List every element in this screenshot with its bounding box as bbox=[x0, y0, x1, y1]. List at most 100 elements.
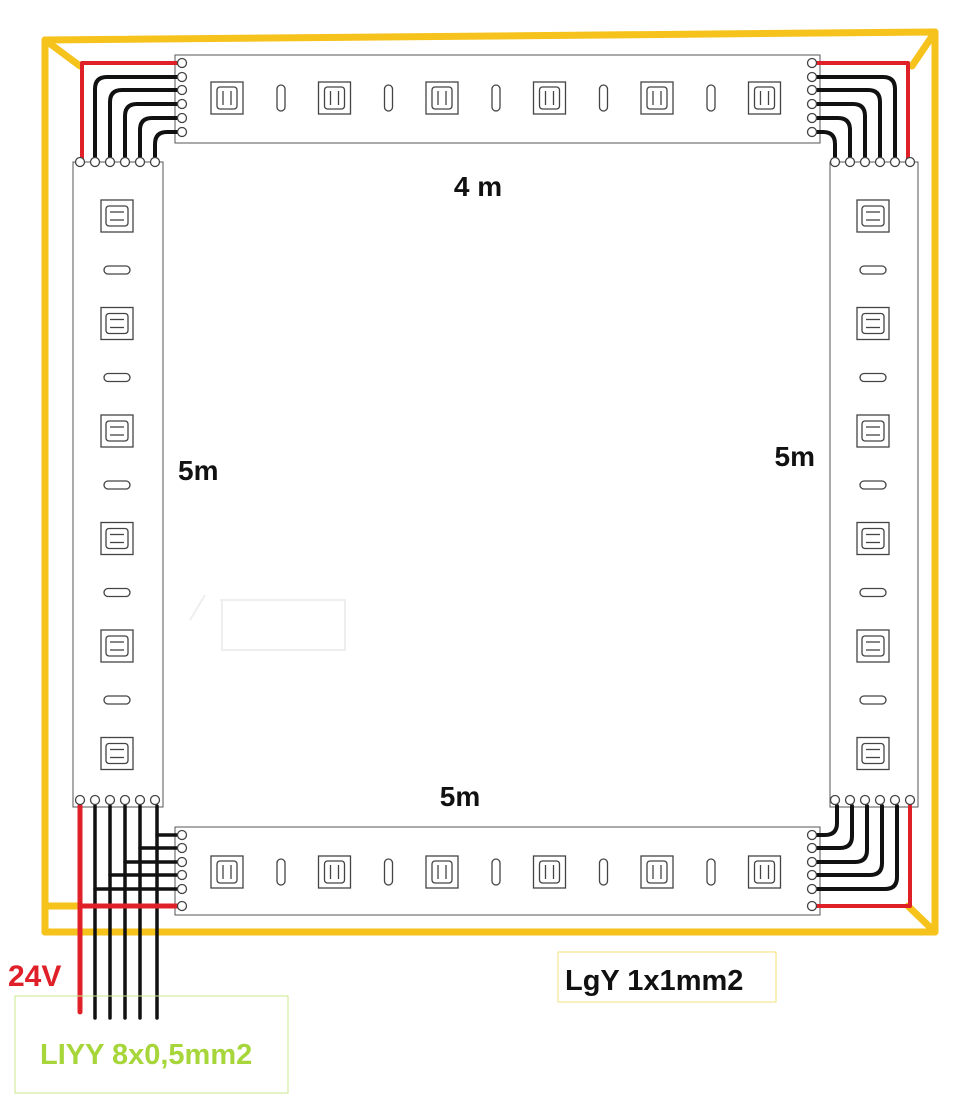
resistor bbox=[859, 480, 887, 490]
yellow-top-right-diag bbox=[908, 28, 939, 70]
connector-pin bbox=[176, 126, 188, 138]
connector-pin bbox=[89, 794, 101, 806]
led-chip-lens bbox=[105, 527, 129, 550]
left-strip-length-label: 5m bbox=[178, 455, 218, 486]
connector-pin bbox=[844, 794, 856, 806]
led-chip-lens bbox=[105, 635, 129, 657]
led-chip-lens bbox=[861, 527, 885, 550]
power-wire bbox=[810, 804, 912, 908]
connector-pin bbox=[859, 794, 871, 806]
faint-sketch-line bbox=[220, 599, 346, 651]
connector-pin bbox=[119, 794, 131, 806]
connector-pin bbox=[149, 156, 161, 168]
connector-pin bbox=[806, 883, 818, 895]
resistor bbox=[103, 695, 131, 705]
connector-pins bbox=[74, 57, 916, 912]
connector-pin bbox=[889, 794, 901, 806]
led-chip-lens bbox=[216, 86, 238, 110]
connector-pin bbox=[176, 869, 188, 881]
connector-pin bbox=[176, 84, 188, 96]
connector-pin bbox=[889, 156, 901, 168]
top-strip-length-label: 4 m bbox=[454, 171, 502, 202]
led-chip-lens bbox=[105, 420, 129, 442]
led-chip-lens bbox=[431, 860, 453, 884]
signal-wire bbox=[810, 75, 897, 162]
strip-bottom bbox=[174, 826, 821, 916]
signal-wire bbox=[810, 102, 867, 162]
resistor bbox=[706, 84, 716, 112]
signal-wire bbox=[810, 804, 869, 864]
resistor bbox=[859, 587, 887, 598]
connector-pin bbox=[806, 71, 818, 83]
led-chip-lens bbox=[216, 860, 238, 884]
yellow-loop bbox=[41, 28, 939, 936]
faint-sketch bbox=[189, 594, 346, 651]
connector-pin bbox=[806, 112, 818, 124]
signal-wire bbox=[810, 804, 899, 891]
connector-pin bbox=[119, 156, 131, 168]
connector-pin bbox=[176, 71, 188, 83]
connector-pin bbox=[904, 156, 916, 168]
connector-pin bbox=[176, 98, 188, 110]
led-chip-lens bbox=[753, 86, 776, 110]
yellow-top-left-diag bbox=[41, 36, 84, 70]
led-chip-lens bbox=[538, 860, 561, 884]
led-chip-lens bbox=[646, 86, 668, 110]
connector-pin bbox=[74, 156, 86, 168]
led-chip-lens bbox=[861, 205, 885, 227]
led-chip-lens bbox=[431, 86, 453, 110]
signal-wire bbox=[810, 130, 837, 162]
resistor bbox=[103, 587, 131, 598]
connector-pin bbox=[176, 900, 188, 912]
led-chip-lens bbox=[646, 860, 668, 884]
signal-wire bbox=[810, 88, 882, 162]
resistor bbox=[491, 858, 501, 886]
connector-pin bbox=[806, 84, 818, 96]
led-chip-lens bbox=[105, 205, 129, 227]
signal-wire bbox=[810, 804, 839, 837]
resistor bbox=[103, 265, 131, 275]
connector-pin bbox=[176, 842, 188, 854]
connector-pin bbox=[859, 156, 871, 168]
connector-pin bbox=[806, 869, 818, 881]
resistor bbox=[859, 372, 887, 383]
strip-left bbox=[72, 161, 164, 808]
faint-sketch-line-2 bbox=[189, 594, 206, 621]
led-chip-lens bbox=[105, 742, 129, 765]
connector-pin bbox=[904, 794, 916, 806]
connector-pin bbox=[806, 57, 818, 69]
connector-pin bbox=[806, 856, 818, 868]
led-chip-lens bbox=[861, 635, 885, 657]
led-chip-lens bbox=[753, 860, 776, 884]
connector-pin bbox=[806, 842, 818, 854]
strip-bottom-leds bbox=[210, 855, 782, 889]
signal-wire bbox=[138, 116, 184, 162]
strip-right bbox=[829, 161, 919, 808]
resistor bbox=[383, 84, 394, 112]
connector-pin bbox=[874, 794, 886, 806]
strip-left-leds bbox=[100, 199, 134, 771]
resistor bbox=[103, 480, 131, 490]
resistor bbox=[103, 372, 131, 383]
connector-pin bbox=[176, 829, 188, 841]
connector-pin bbox=[844, 156, 856, 168]
connector-pin bbox=[176, 57, 188, 69]
strip-top bbox=[174, 54, 821, 144]
connector-pin bbox=[134, 794, 146, 806]
led-chip-lens bbox=[861, 312, 885, 335]
resistor bbox=[491, 84, 501, 112]
signal-cable-label: LIYY 8x0,5mm2 bbox=[40, 1039, 252, 1071]
bottom-strip-length-label: 5m bbox=[440, 781, 480, 812]
led-chip-lens bbox=[105, 312, 129, 335]
led-chip-lens bbox=[861, 420, 885, 442]
resistor bbox=[859, 695, 887, 705]
led-chip-lens bbox=[323, 86, 346, 110]
resistor bbox=[706, 858, 716, 886]
resistor bbox=[598, 84, 609, 112]
led-chip-lens bbox=[538, 86, 561, 110]
connector-pin bbox=[874, 156, 886, 168]
connector-pin bbox=[89, 156, 101, 168]
connector-pin bbox=[176, 112, 188, 124]
voltage-label: 24V bbox=[8, 960, 61, 993]
